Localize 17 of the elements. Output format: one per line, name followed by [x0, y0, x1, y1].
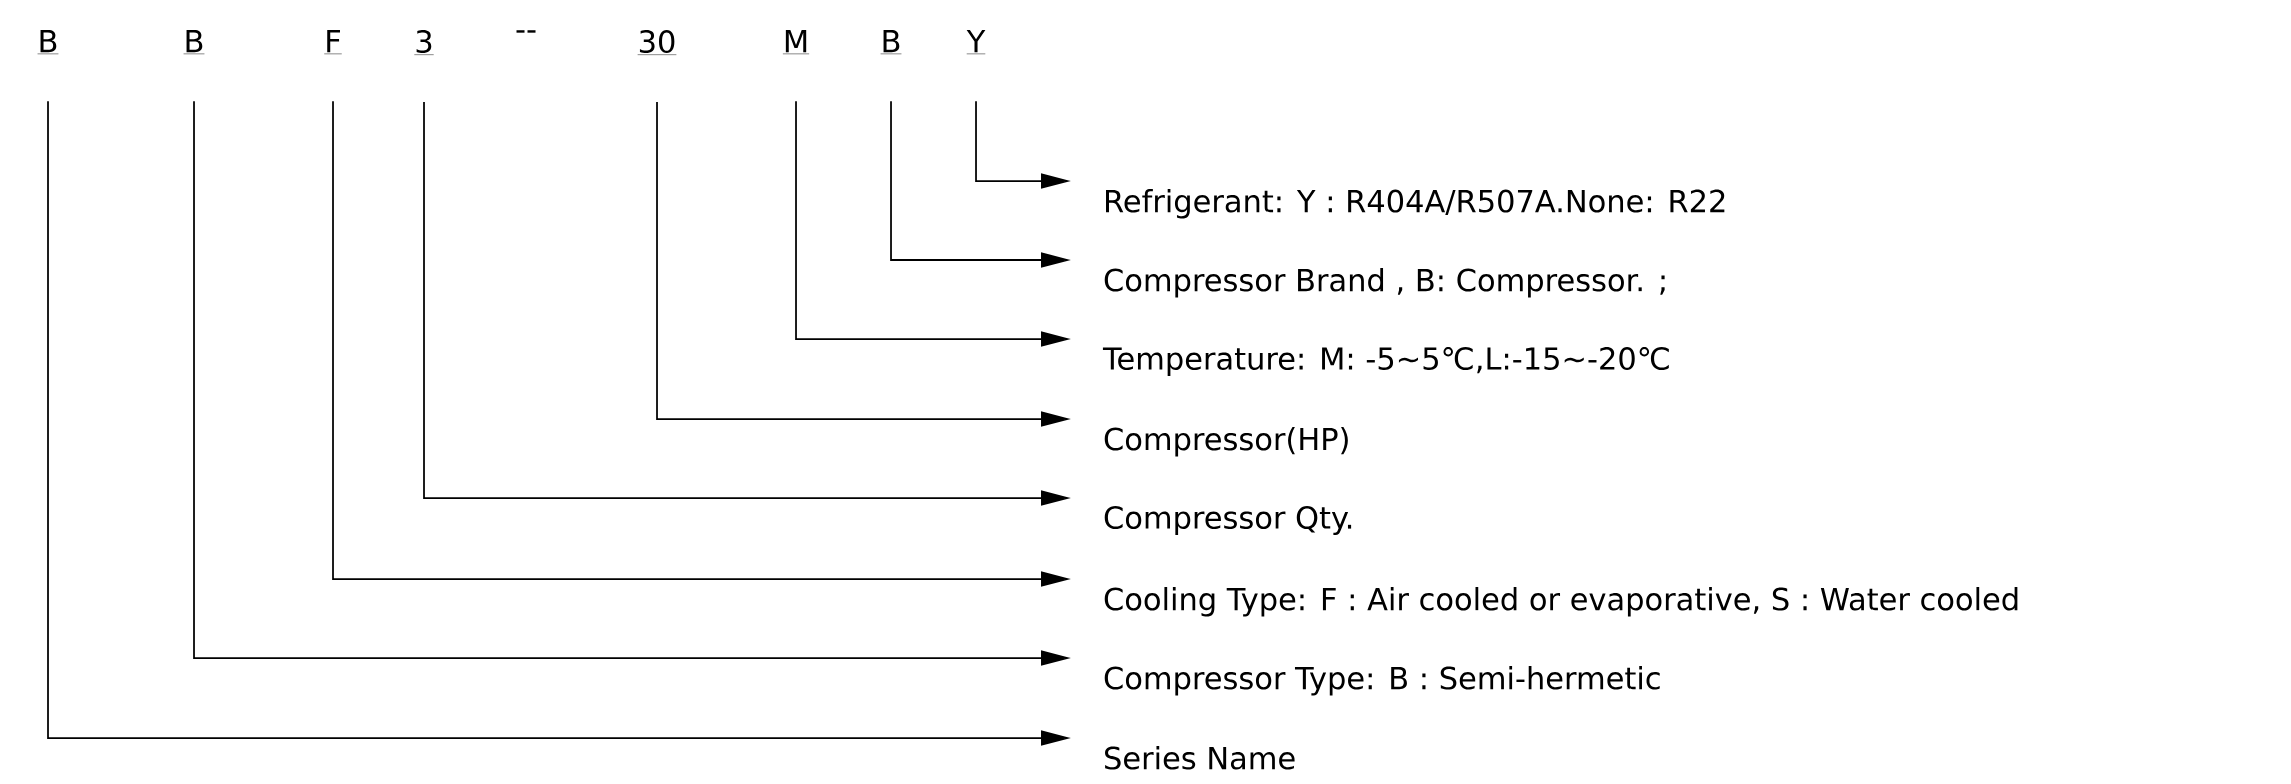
code-letter: F — [324, 30, 342, 55]
code-letter: B — [37, 30, 59, 55]
description-text: Compressor Type: B : Semi-hermetic — [1104, 666, 1660, 696]
description-text: Temperature: M: -5~5℃,L:-15~-20℃ — [1102, 347, 1669, 376]
separator-dash: -- — [516, 30, 536, 33]
description-text: Series Name — [1105, 746, 1295, 770]
description-text: Refrigerant: Y : R404A/R507A.None: R22 — [1106, 189, 1725, 219]
code-letter: B — [880, 30, 902, 55]
description-text: Compressor Qty. — [1104, 506, 1352, 535]
description-text: Compressor Brand , B: Compressor. ; — [1104, 268, 1665, 298]
description-text: Cooling Type: F : Air cooled or evaporative, S : Water cooled — [1104, 587, 2018, 617]
code-letter: B — [183, 30, 205, 55]
code-letter: M — [782, 30, 810, 55]
description-text: Compressor(HP) — [1104, 427, 1348, 457]
code-letter: 30 — [637, 30, 677, 55]
code-letter: Y — [966, 30, 986, 55]
code-letter: 3 — [414, 30, 434, 55]
